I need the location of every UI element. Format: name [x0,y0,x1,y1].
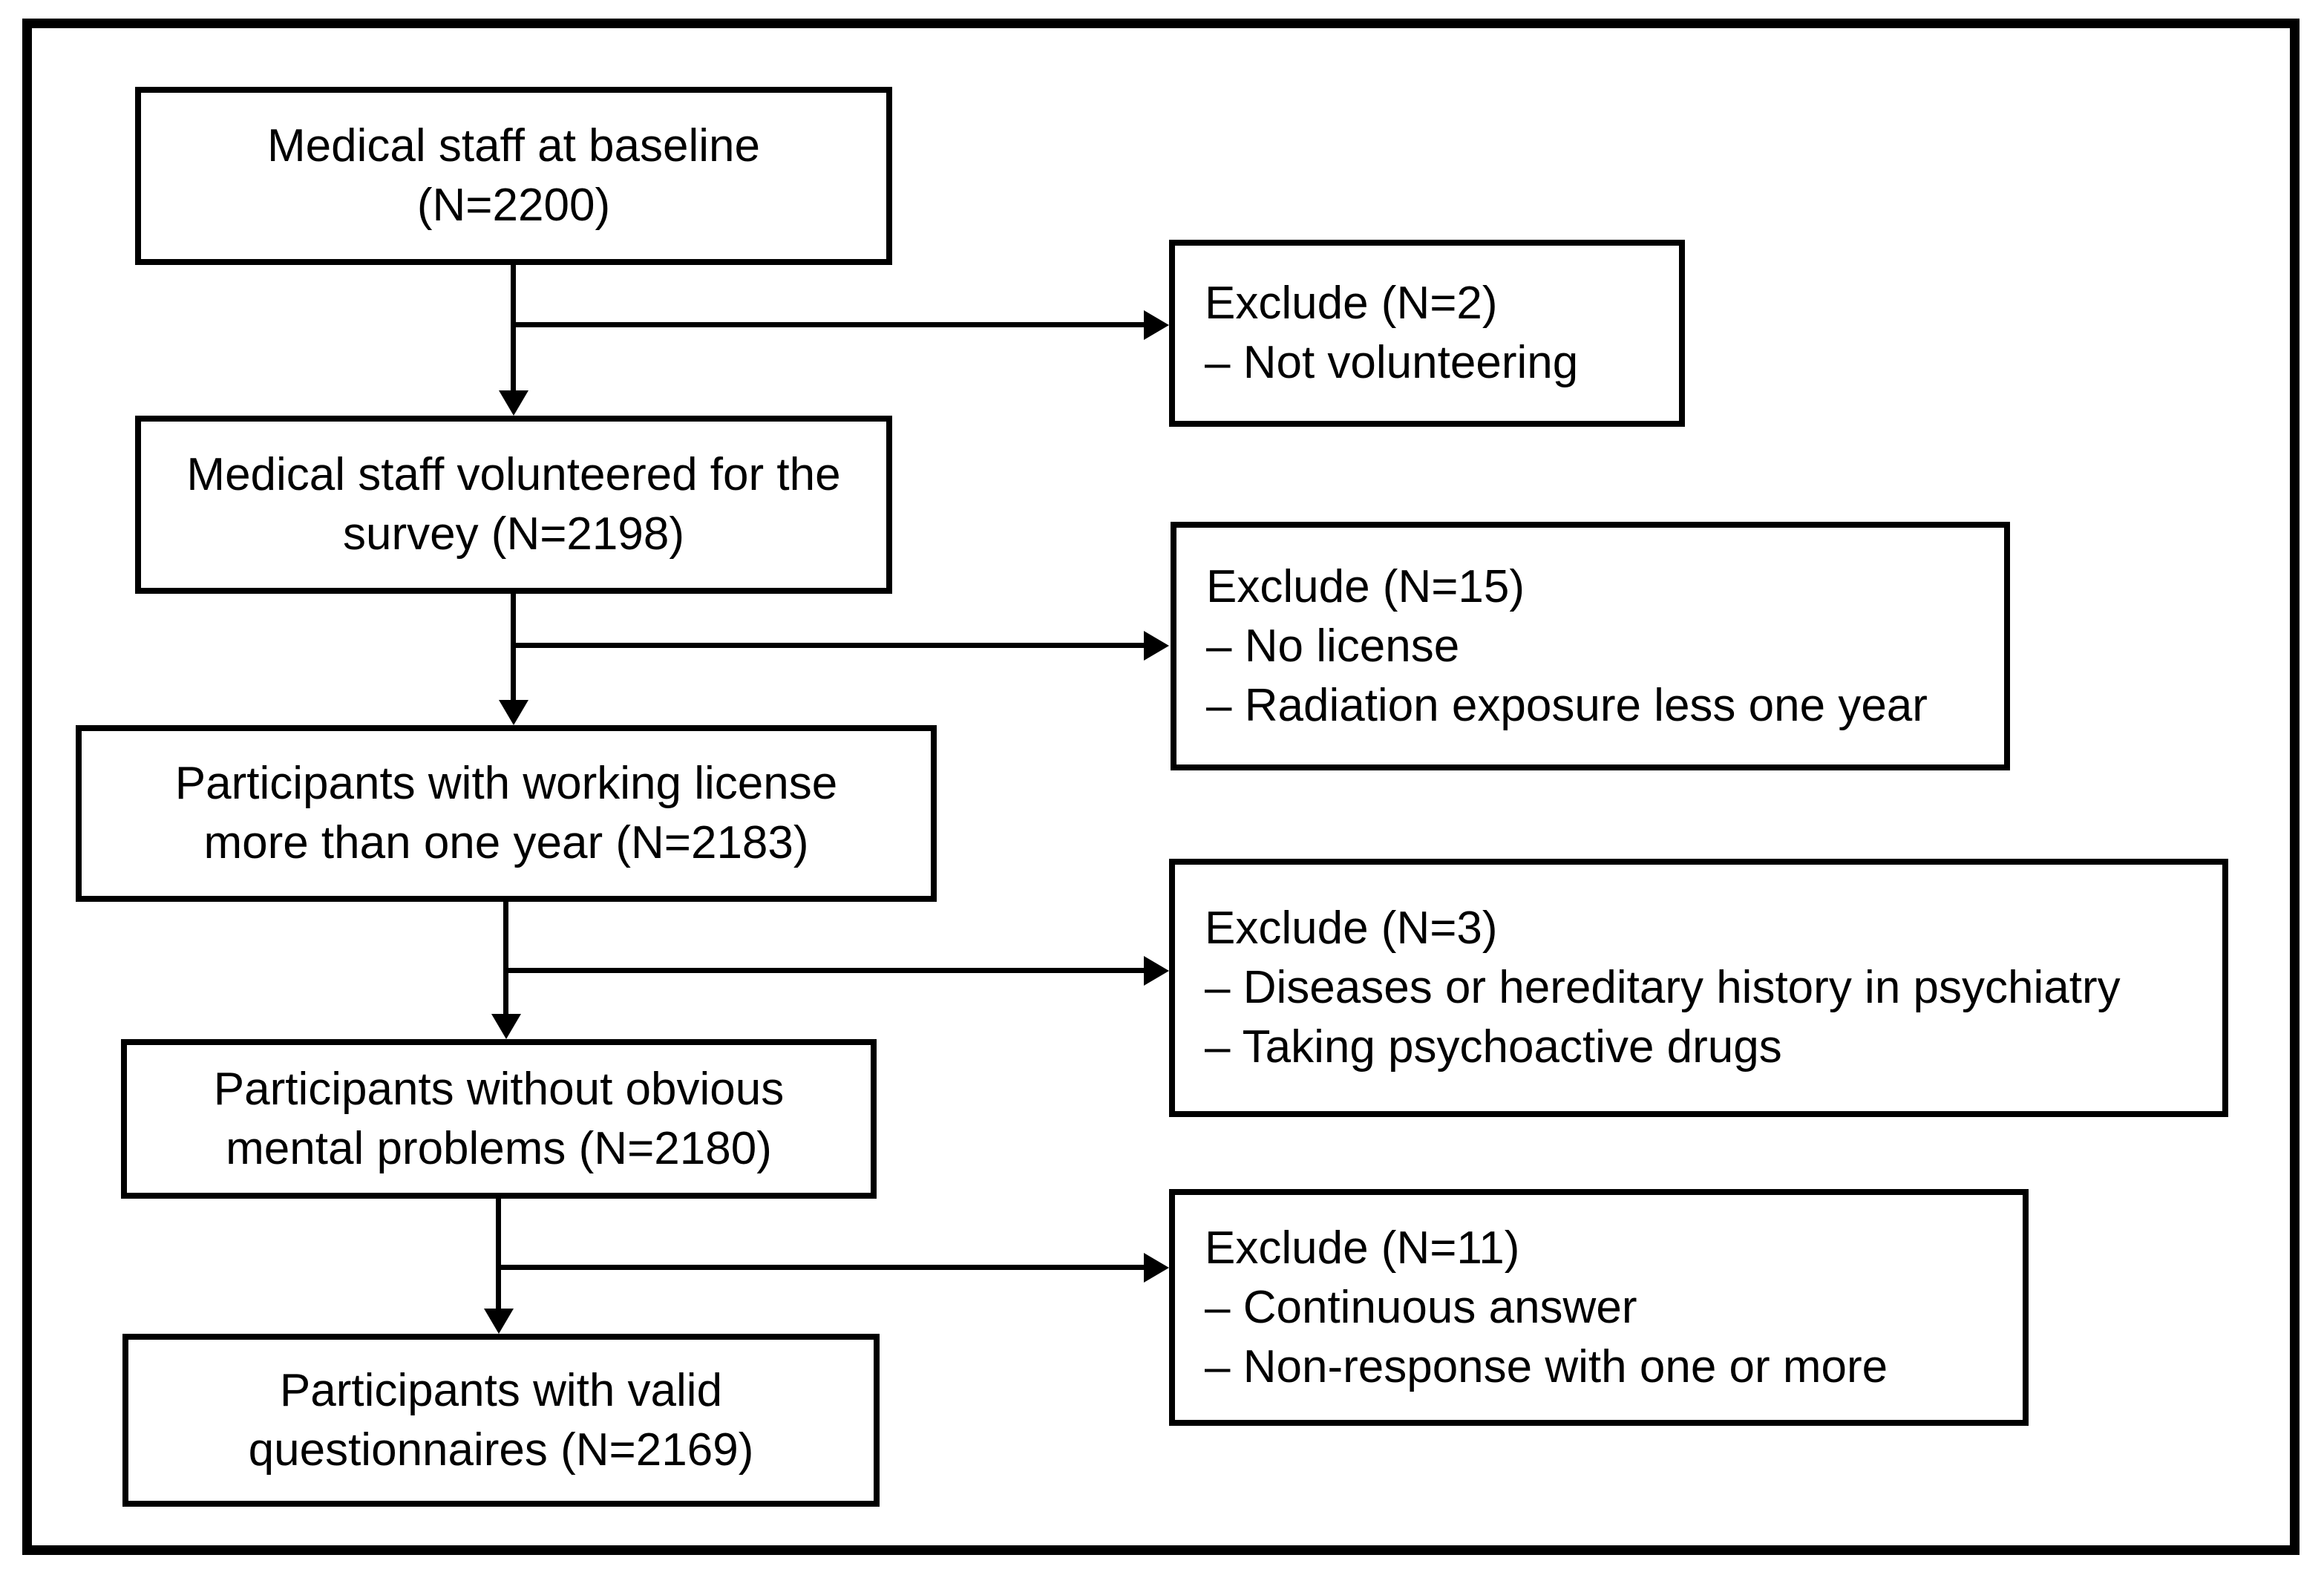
arrowhead-down-icon [499,390,528,416]
connector-down-3 [503,902,508,1014]
flow-box-text: Medical staff at baseline [266,120,761,171]
flow-box-exclude-4: Exclude (N=11) – Continuous answer – Non… [1169,1189,2029,1426]
arrowhead-down-icon [499,700,528,725]
arrowhead-right-icon [1144,631,1169,661]
connector-down-4 [496,1199,501,1309]
exclude-box-text: – Radiation exposure less one year [1206,679,1928,731]
arrowhead-down-icon [484,1309,514,1334]
connector-down-1 [511,265,516,390]
flow-box-working-license: Participants with working license more t… [76,725,937,902]
flow-box-baseline: Medical staff at baseline (N=2200) [135,87,892,265]
flow-box-text: Participants with working license [174,758,838,809]
flow-box-exclude-1: Exclude (N=2) – Not volunteering [1169,240,1685,427]
exclude-box-text: Exclude (N=3) [1205,903,1498,954]
connector-branch-4 [499,1265,1144,1270]
exclude-box-text: – Continuous answer [1205,1281,1637,1333]
exclude-box-text: Exclude (N=11) [1205,1222,1520,1274]
flow-box-text: (N=2200) [416,180,611,231]
flow-box-text: more than one year (N=2183) [203,817,809,868]
flow-box-volunteered: Medical staff volunteered for the survey… [135,416,892,594]
exclude-box-text: Exclude (N=2) [1205,278,1498,329]
exclude-box-text: – Non-response with one or more [1205,1340,1888,1392]
exclude-box-text: – Taking psychoactive drugs [1205,1021,1782,1073]
flow-box-text: Participants without obvious [213,1063,785,1115]
arrowhead-right-icon [1144,310,1169,340]
connector-branch-3 [506,968,1144,973]
connector-branch-2 [514,643,1144,648]
flow-box-text: questionnaires (N=2169) [248,1424,754,1476]
flow-box-text: Participants with valid [279,1364,723,1416]
flow-box-exclude-2: Exclude (N=15) – No license – Radiation … [1171,522,2010,770]
arrowhead-down-icon [491,1014,521,1039]
arrowhead-right-icon [1144,956,1169,986]
flow-box-valid-questionnaires: Participants with valid questionnaires (… [122,1334,880,1507]
flow-box-text: mental problems (N=2180) [226,1122,772,1174]
flow-box-text: Medical staff volunteered for the [186,449,841,500]
exclude-box-text: – Diseases or hereditary history in psyc… [1205,962,2121,1013]
connector-down-2 [511,594,516,700]
connector-branch-1 [514,322,1144,327]
exclude-box-text: – Not volunteering [1205,337,1579,388]
exclude-box-text: Exclude (N=15) [1206,560,1525,612]
arrowhead-right-icon [1144,1253,1169,1283]
flow-box-exclude-3: Exclude (N=3) – Diseases or hereditary h… [1169,859,2228,1117]
flow-box-no-mental-problems: Participants without obvious mental prob… [121,1039,877,1199]
flow-box-text: survey (N=2198) [342,508,685,560]
exclude-box-text: – No license [1206,620,1460,672]
